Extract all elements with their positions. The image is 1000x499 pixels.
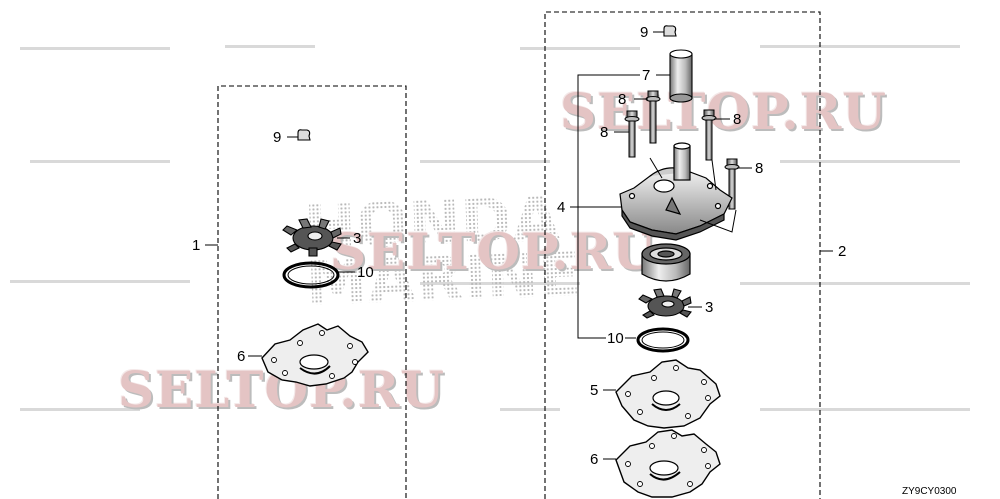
o-ring-part-10-right — [636, 327, 690, 353]
callout-9-left: 9 — [273, 129, 282, 146]
figure-code: ZY9CY0300 — [902, 486, 957, 497]
pump-housing-part-4 — [570, 142, 737, 241]
kit-label-2: 2 — [838, 243, 847, 260]
plate-part-5 — [603, 359, 721, 429]
seltop-watermark-top: SELTOP.RU — [560, 82, 887, 141]
gasket-part-6-left — [248, 323, 369, 387]
sleeve-part-7 — [656, 49, 693, 103]
left-kit-box — [217, 85, 407, 499]
impeller-part-3-right — [638, 288, 702, 319]
callout-8-d: 8 — [755, 160, 764, 177]
callout-3-right: 3 — [705, 299, 714, 316]
callout-6-left: 6 — [237, 348, 246, 365]
impeller-part-3-left — [282, 218, 350, 257]
callout-5: 5 — [590, 382, 599, 399]
right-kit-box — [544, 11, 821, 499]
callout-3-left: 3 — [353, 230, 362, 247]
callout-7: 7 — [642, 67, 651, 84]
callout-10-right: 10 — [607, 330, 624, 347]
callout-6-right: 6 — [590, 451, 599, 468]
bolt-part-8-b — [614, 110, 640, 158]
bolt-part-8-c — [701, 109, 730, 161]
kit-label-1: 1 — [192, 237, 201, 254]
seltop-watermark-middle: SELTOP.RU — [330, 222, 657, 281]
clip-part-9-left — [287, 129, 311, 141]
callout-4: 4 — [557, 199, 566, 216]
o-ring-part-10-left — [282, 261, 355, 289]
bolt-part-8-a — [634, 90, 661, 144]
callout-8-a: 8 — [618, 91, 627, 108]
bolt-part-8-d — [724, 158, 752, 210]
clip-part-9-right — [653, 25, 677, 37]
callout-10-left: 10 — [357, 264, 374, 281]
callout-9-right: 9 — [640, 24, 649, 41]
gasket-part-6-right — [603, 429, 721, 498]
callout-8-c: 8 — [733, 111, 742, 128]
callout-8-b: 8 — [600, 124, 609, 141]
pump-cup-insert — [641, 243, 691, 282]
